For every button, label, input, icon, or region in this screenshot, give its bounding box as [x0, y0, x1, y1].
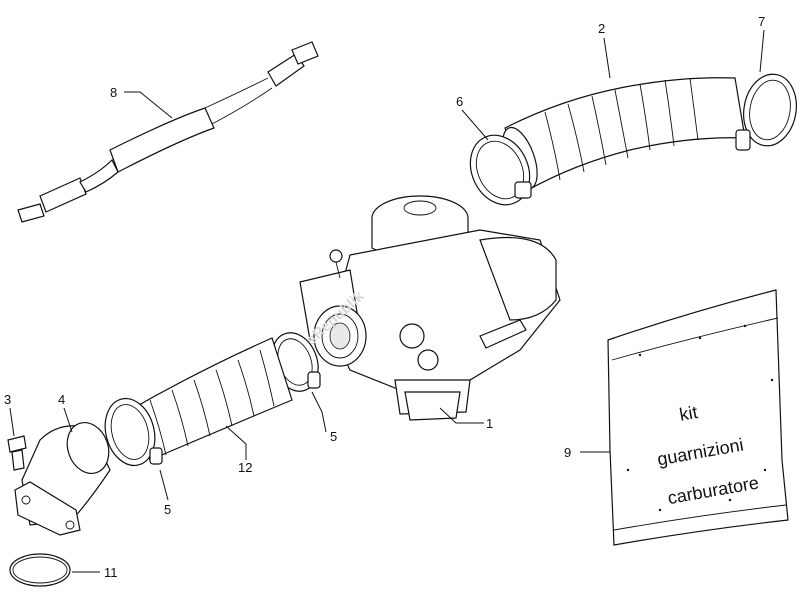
leader-12	[225, 425, 247, 460]
callout-numbers: 8 2 7 6 1 5 12 5 4 3 11 9	[4, 14, 765, 580]
callout-12: 12	[238, 460, 252, 475]
callout-7: 7	[758, 14, 765, 29]
kit-label-line1: kit	[678, 402, 699, 425]
callout-8: 8	[110, 85, 117, 100]
leader-5-left	[159, 469, 169, 501]
callout-5-left: 5	[164, 502, 171, 517]
leader-6	[461, 109, 489, 141]
part-9-gasket-kit-bag	[607, 289, 789, 546]
leader-5-right	[311, 391, 327, 433]
part-7-hose-clamp	[735, 73, 797, 151]
part-1-carburettor	[299, 195, 561, 421]
callout-4: 4	[58, 392, 65, 407]
callout-1: 1	[486, 416, 493, 431]
leader-3	[9, 407, 15, 437]
part-2-intake-hose	[502, 77, 746, 191]
part-5-clamp-left	[104, 397, 163, 467]
callout-2: 2	[598, 21, 605, 36]
leader-8	[124, 91, 173, 119]
callout-9: 9	[564, 445, 571, 460]
part-8-cable	[17, 41, 319, 223]
leader-7	[759, 29, 765, 73]
callout-3: 3	[4, 392, 11, 407]
part-12-corrugated-hose	[129, 337, 293, 461]
part-11-o-ring	[9, 553, 71, 587]
leader-2	[603, 37, 611, 79]
leader-1	[439, 407, 484, 424]
leader-lines	[9, 29, 765, 573]
callout-11: 11	[104, 565, 118, 580]
leader-4	[63, 407, 73, 433]
part-4-intake-manifold	[14, 422, 111, 536]
callout-6: 6	[456, 94, 463, 109]
part-3-screw	[7, 435, 27, 471]
part-6-hose-clamp	[469, 134, 532, 206]
callout-5-right: 5	[330, 429, 337, 444]
